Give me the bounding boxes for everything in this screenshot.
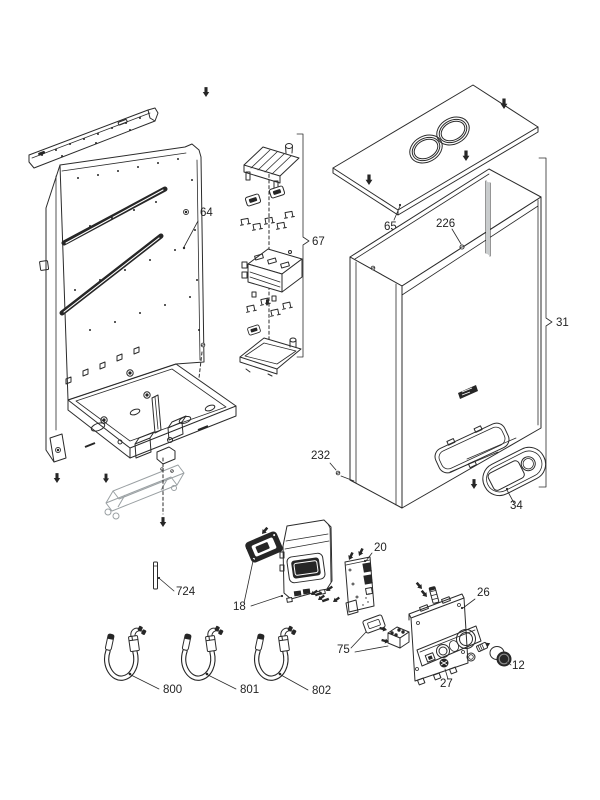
callout-802: 802 <box>312 685 331 697</box>
callout-34: 34 <box>510 500 523 512</box>
callout-64: 64 <box>200 207 213 219</box>
gasket-frame <box>362 614 386 634</box>
brand-badge <box>458 385 478 399</box>
small-knob <box>439 658 449 668</box>
casing: 34 226 232 31 <box>311 157 569 512</box>
callout-20: 20 <box>374 542 387 554</box>
stack-top-rail <box>243 143 300 189</box>
base-tray <box>67 363 237 473</box>
cable-800: 800 <box>105 625 182 696</box>
grey-support-frame <box>104 464 185 520</box>
callout-18: 18 <box>233 601 246 613</box>
flue-ring-left <box>409 134 443 164</box>
callout-12: 12 <box>512 660 525 672</box>
flue-ring-right <box>436 116 470 146</box>
callout-801: 801 <box>240 684 259 696</box>
electronics-mounting-stack: 67 <box>239 133 325 377</box>
cable-802: 802 <box>255 625 331 697</box>
callout-724: 724 <box>176 586 196 598</box>
callout-232: 232 <box>311 450 330 462</box>
wall-mounting-bar <box>28 107 159 169</box>
back-panel <box>39 87 237 527</box>
top-panel: 65 <box>332 84 539 233</box>
callout-67: 67 <box>312 236 325 248</box>
cable-801: 801 <box>182 625 259 696</box>
pcb: 20 <box>344 542 387 616</box>
junction-box <box>241 248 303 302</box>
stack-bottom-tray <box>239 337 302 377</box>
back-panel-callout: 64 <box>182 207 213 250</box>
callout-226: 226 <box>436 218 455 230</box>
control-box: 26 12 27 <box>408 580 525 690</box>
inspection-cover <box>482 446 547 497</box>
back-panel-holes <box>74 158 200 331</box>
pin: 724 <box>153 561 196 598</box>
control-panel-frame <box>279 519 333 603</box>
control-recess-plate <box>434 422 510 474</box>
control-panel-assembly: 18 <box>233 519 341 613</box>
display-bezel <box>245 531 283 563</box>
callout-31: 31 <box>556 317 569 329</box>
callout-26: 26 <box>477 587 490 599</box>
terminal-block <box>387 626 410 649</box>
callout-800: 800 <box>163 684 182 696</box>
control-box-lower-section <box>416 625 482 667</box>
callout-27: 27 <box>440 678 453 690</box>
callout-75: 75 <box>337 644 350 656</box>
terminal-kit: 75 <box>337 614 410 656</box>
